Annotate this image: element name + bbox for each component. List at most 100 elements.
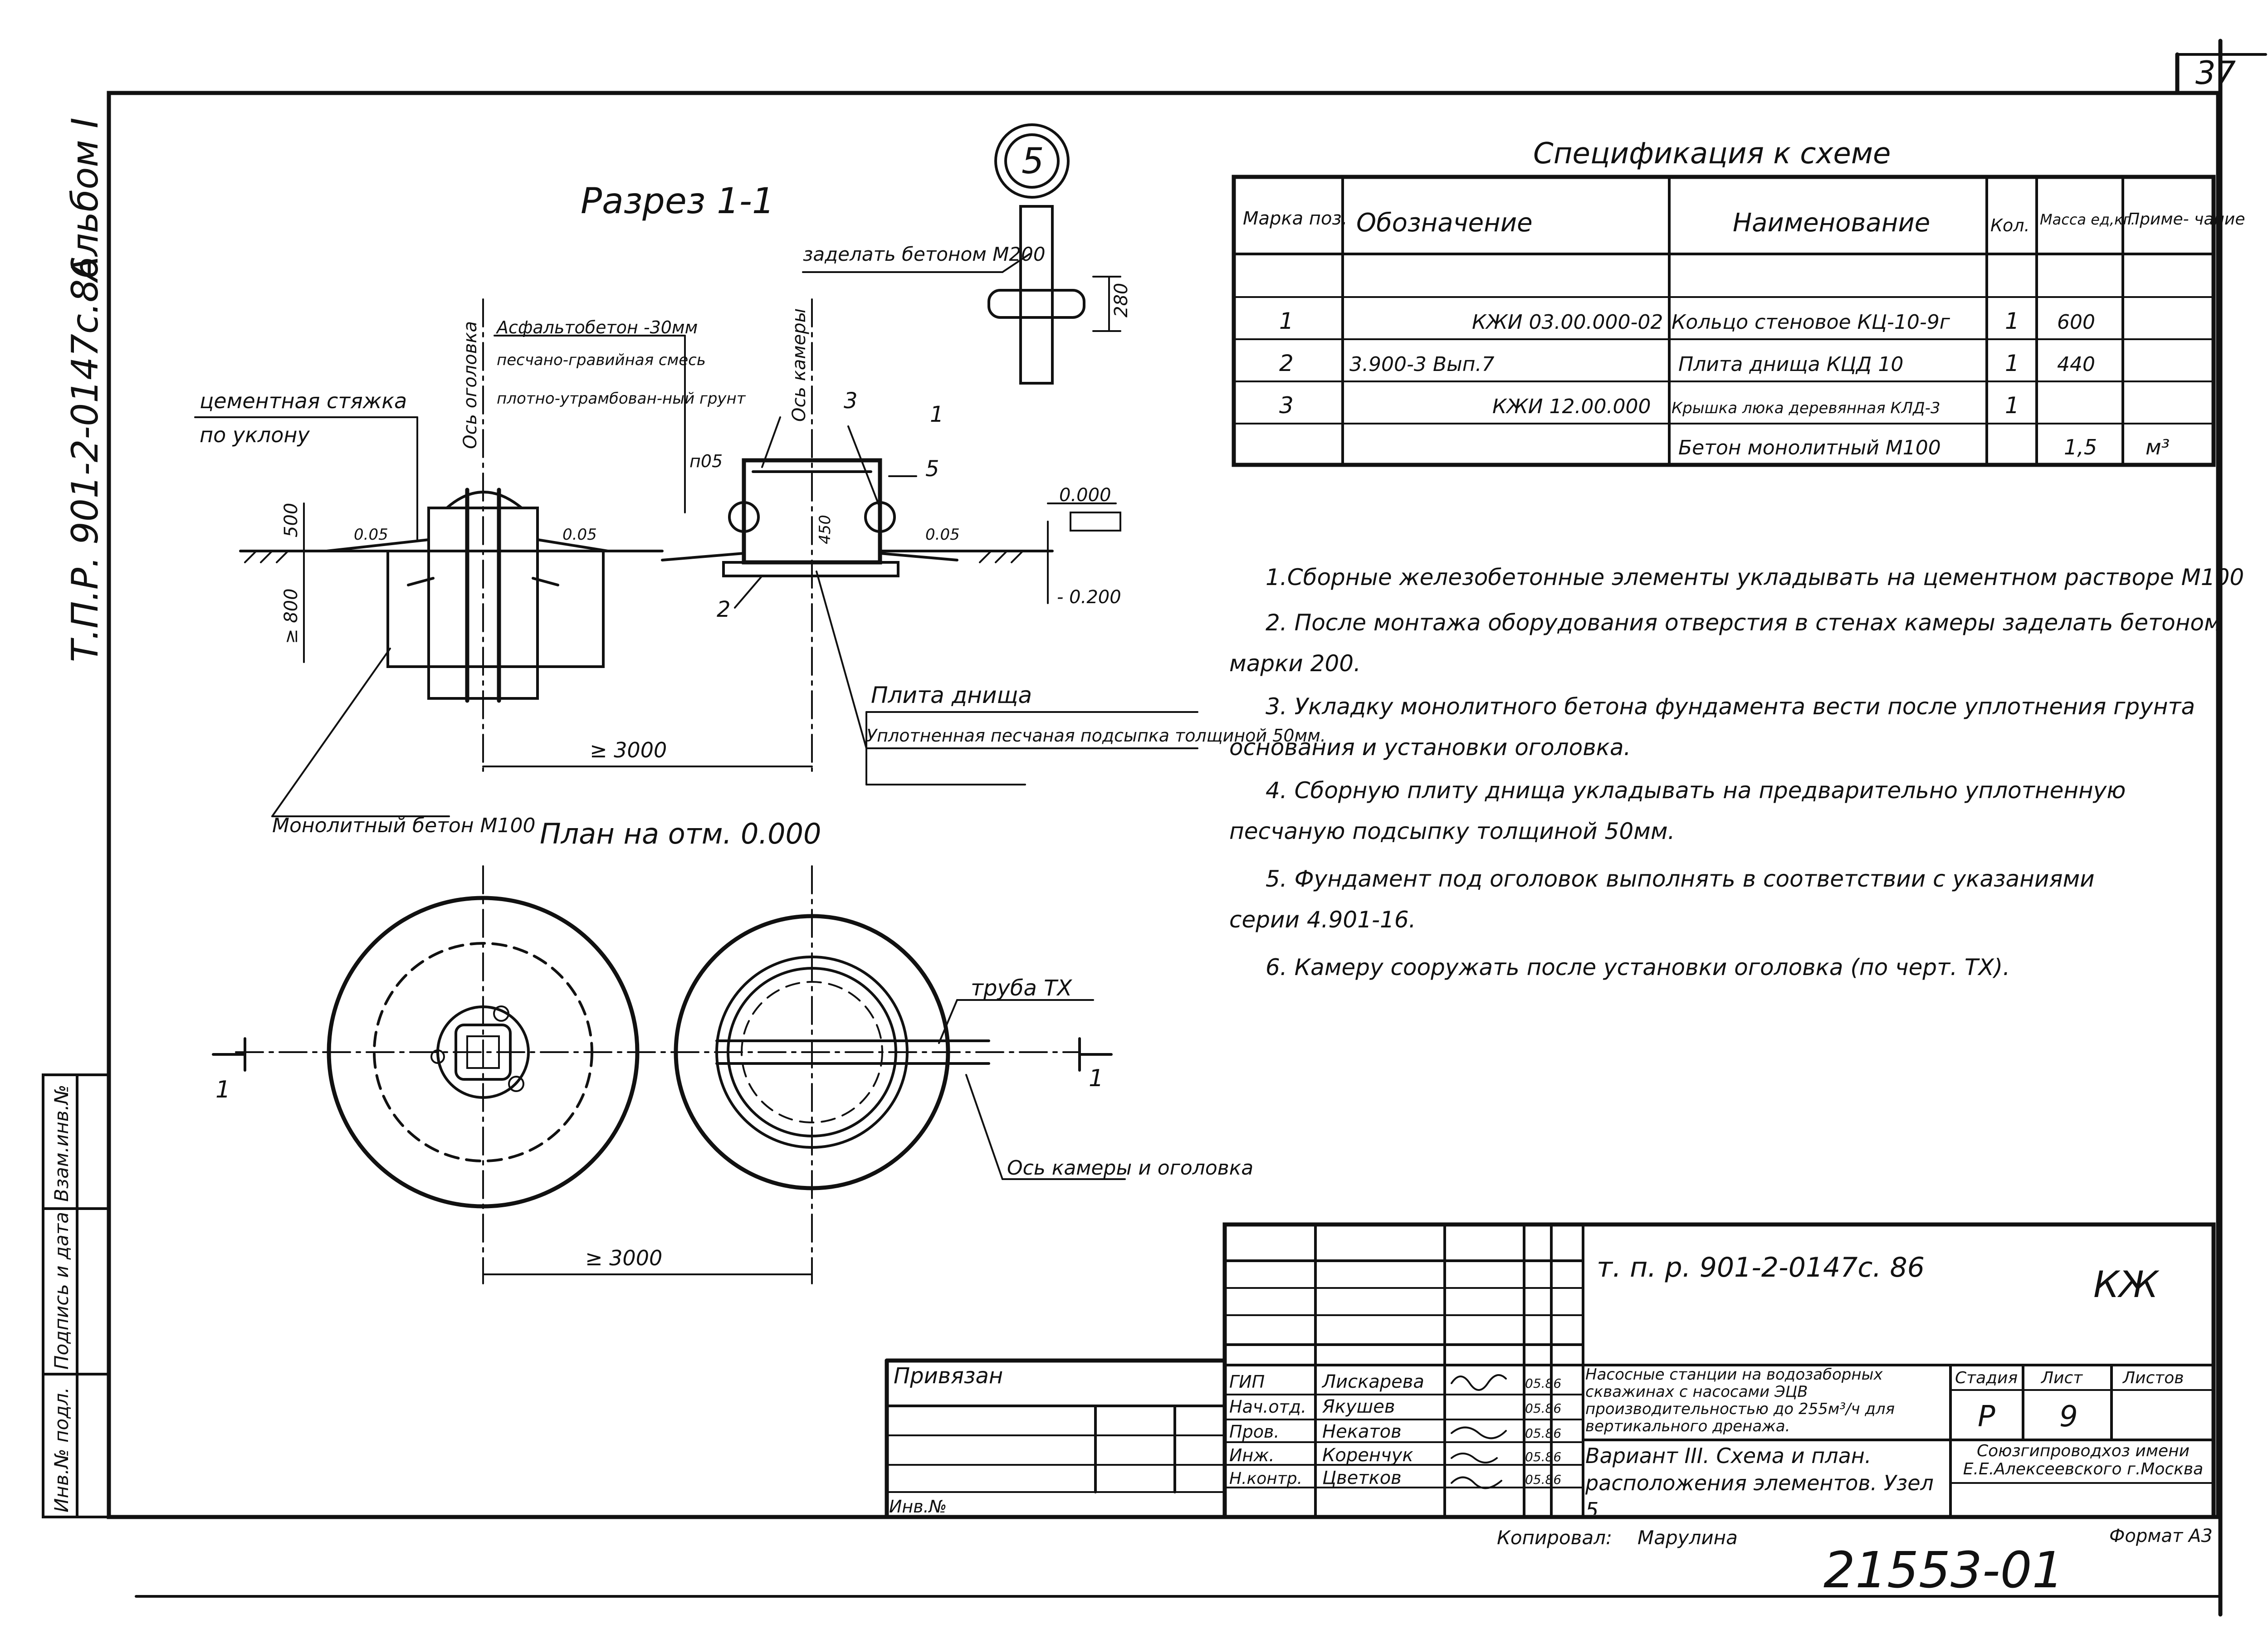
elev-1: - 0.200: [1057, 587, 1121, 608]
spec-r1-mark: 1: [1279, 308, 1294, 334]
note-2b: марки 200.: [1229, 650, 1361, 677]
spec-r4-mass: 1,5: [2064, 435, 2097, 459]
strip-inv: Инв.№ подл.: [50, 1387, 73, 1512]
date-4: 05.86: [1525, 1449, 1561, 1464]
spec-r2-des: 3.900-3 Вып.7: [1349, 353, 1495, 376]
slope-3: 0.05: [925, 526, 960, 544]
dim-500: 500: [281, 503, 302, 537]
spec-title: Спецификация к схеме: [1533, 137, 1891, 171]
axis-note-1: Ось камеры и оголовка: [1007, 1156, 1253, 1180]
spec-r4-name: Бетон монолитный М100: [1678, 436, 1941, 459]
org-name: Союзгипроводхоз имени Е.Е.Алексеевского …: [1963, 1442, 2204, 1478]
spec-r2-mark: 2: [1279, 350, 1294, 376]
signature-4: [1451, 1476, 1502, 1489]
role-4: Инж.: [1229, 1445, 1275, 1465]
spec-r3-name: Крышка люка деревянная КЛД-3: [1672, 399, 1941, 417]
cut-mark-left: 1: [215, 1076, 230, 1103]
copied-by: Марулина: [1637, 1527, 1738, 1549]
note-4: 4. Сборную плиту днища укладывать на пре…: [1266, 777, 2126, 804]
copied-by-label: Копировал:: [1497, 1527, 1612, 1549]
name-2: Якушев: [1322, 1396, 1395, 1417]
project-title: Насосные станции на водозаборных скважин…: [1585, 1366, 1895, 1435]
signature-1: [1451, 1374, 1507, 1391]
slope-2: 0.05: [562, 526, 597, 544]
axis-head-label: Ось оголовка: [460, 321, 481, 449]
note-5: 5. Фундамент под оголовок выполнять в со…: [1266, 866, 2095, 892]
doc-mark: КЖ: [2093, 1263, 2160, 1306]
spec-h-name: Наименование: [1733, 208, 1930, 238]
name-1: Лискарева: [1321, 1371, 1424, 1392]
signature-2: [1451, 1426, 1507, 1439]
doc-code: т. п. р. 901-2-0147с. 86: [1597, 1252, 1925, 1283]
asphalt-label: Асфальтобетон -30мм: [495, 317, 698, 337]
name-3: Некатов: [1322, 1421, 1402, 1442]
role-1: ГИП: [1229, 1372, 1265, 1392]
spec-r2-name: Плита днища КЦД 10: [1678, 353, 1903, 376]
cement-screed-label: цементная стяжка: [200, 389, 407, 413]
notes: 1.Сборные железобетонные элементы уклады…: [1229, 564, 2244, 980]
bound-label: Привязан: [894, 1363, 1003, 1389]
spec-h-qty: Кол.: [1990, 215, 2030, 235]
name-4: Коренчук: [1322, 1445, 1413, 1466]
callout-3: 3: [844, 388, 858, 414]
spec-r3-qty: 1: [2005, 392, 2019, 419]
spec-h-mark: Марка поз.: [1243, 208, 1347, 229]
archive-number: 21553-01: [1823, 1541, 2064, 1599]
date-3: 05.86: [1525, 1426, 1561, 1441]
sheet-frame: [107, 91, 2220, 1519]
dim-800: ≥ 800: [281, 588, 302, 644]
note-3b: основания и установки оголовка.: [1229, 734, 1631, 761]
note-4b: песчаную подсыпку толщиной 50мм.: [1229, 818, 1675, 844]
axis-chamber-label: Ось камеры: [789, 308, 810, 422]
plan-title: План на отм. 0.000: [540, 817, 821, 850]
node-number: 5: [1022, 141, 1044, 182]
note-6: 6. Камеру сооружать после установки огол…: [1266, 954, 2010, 980]
note-1: 1.Сборные железобетонные элементы уклады…: [1266, 564, 2244, 590]
stage-value: Р: [1978, 1400, 1995, 1434]
inv-label: Инв.№: [889, 1497, 947, 1517]
mono-concrete-label: Монолитный бетон М100: [272, 814, 535, 837]
slope-label: по уклону: [200, 423, 310, 447]
dim-3000-section: ≥ 3000: [590, 738, 667, 762]
side-code: Т.П.Р. 901-2-0147с.86: [64, 256, 106, 662]
sheet-title: Вариант III. Схема и план. расположения …: [1585, 1444, 1934, 1515]
signature-3: [1451, 1453, 1498, 1463]
sheet-format: Формат А3: [2109, 1526, 2213, 1546]
spec-r3-des: КЖИ 12.00.000: [1492, 395, 1651, 418]
plan-view: ≥ 3000 труба ТХ Ось камеры и оголовка 1 …: [212, 865, 1253, 1284]
dim-450: 450: [816, 515, 834, 544]
side-album: Альбом I: [64, 117, 106, 283]
date-5: 05.86: [1525, 1472, 1561, 1487]
hatch-label: п05: [689, 451, 723, 471]
strip-sign: Подпись и дата: [50, 1212, 73, 1370]
page-number: 37: [2195, 54, 2236, 92]
sheet-header: Лист: [2040, 1369, 2083, 1387]
spec-r4-note: м³: [2146, 435, 2170, 459]
spec-r1-des: КЖИ 03.00.000-02: [1472, 311, 1663, 334]
spec-table: Марка поз. Обозначение Наименование Кол.…: [1232, 175, 2245, 467]
spec-r2-mass: 440: [2057, 353, 2095, 376]
callout-1: 1: [930, 402, 944, 427]
callout-2: 2: [717, 597, 731, 622]
compacted-label: плотно-утрамбован-ный грунт: [497, 390, 746, 408]
spec-h-designation: Обозначение: [1356, 208, 1533, 238]
note-2: 2. После монтажа оборудования отверстия …: [1266, 610, 2221, 636]
slope-1: 0.05: [354, 526, 388, 544]
stage-header: Стадия: [1955, 1369, 2018, 1387]
spec-r1-qty: 1: [2005, 308, 2019, 334]
left-strip: Инв.№ подл. Подпись и дата Взам.инв.№: [42, 1073, 110, 1518]
seal-concrete-label: заделать бетоном М200: [803, 243, 1046, 265]
spec-r1-mass: 600: [2057, 311, 2095, 334]
section-view: Ось оголовка Ось камеры 280 заделать бет…: [194, 205, 1326, 837]
dim-280: 280: [1111, 283, 1132, 317]
gravel-label: песчано-гравийная смесь: [497, 351, 706, 369]
section-title: Разрез 1-1: [581, 181, 774, 222]
sheet-value: 9: [2059, 1400, 2078, 1434]
spec-r3-mark: 3: [1279, 392, 1294, 419]
title-block: Привязан Инв.№ т. п. р. 901-2-0147с. 86 …: [885, 1222, 2216, 1519]
callout-5: 5: [925, 456, 939, 482]
sheets-header: Листов: [2122, 1369, 2184, 1387]
role-3: Пров.: [1229, 1422, 1279, 1442]
spec-h-note: Приме- чание: [2127, 210, 2245, 229]
